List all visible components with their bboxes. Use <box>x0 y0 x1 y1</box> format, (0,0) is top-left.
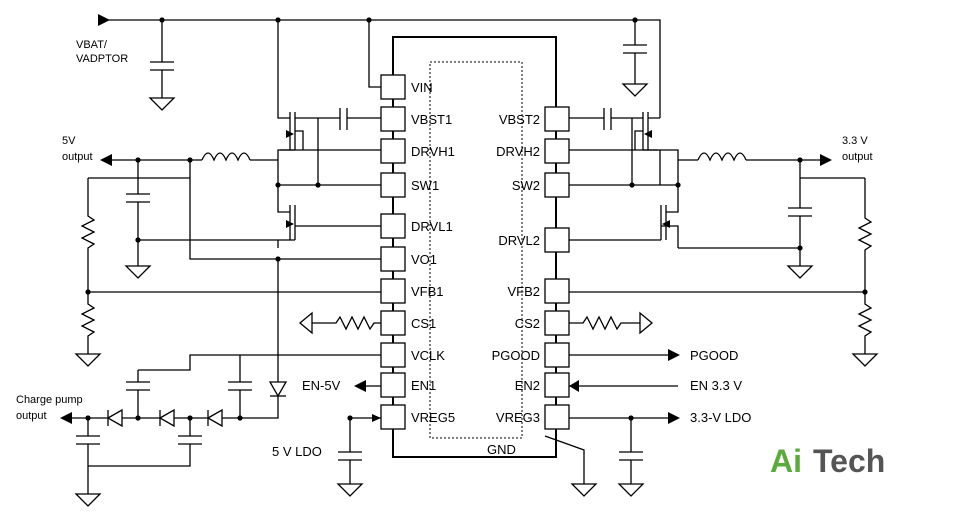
pin-label-cs1: CS1 <box>411 316 436 331</box>
left-pin-boxes <box>380 74 406 430</box>
pin-label-vreg3: VREG3 <box>496 410 540 425</box>
pin-label-drvl1: DRVL1 <box>411 219 453 234</box>
pin-label-sw2: SW2 <box>512 178 540 193</box>
pin-label-drvl2: DRVL2 <box>498 233 540 248</box>
out33-label-line1: 3.3 V <box>842 135 868 147</box>
vbat-label-line1: VBAT/ <box>76 39 108 51</box>
left-buck-stage <box>80 20 381 354</box>
vbat-label-line2: VADPTOR <box>76 53 128 65</box>
pin-label-vclk: VCLK <box>411 348 445 363</box>
right-buck-stage <box>569 108 873 354</box>
out5v-label-line1: 5V <box>62 135 76 147</box>
en33-label: EN 3.3 V <box>690 378 742 393</box>
brand-ai: Ai <box>770 443 802 479</box>
pin-label-vfb1: VFB1 <box>411 284 444 299</box>
chargepump-label-line1: Charge pump <box>16 394 83 406</box>
chargepump-label-line2: output <box>16 410 47 422</box>
pin-label-pgood: PGOOD <box>492 348 540 363</box>
pgood-signal-label: PGOOD <box>690 348 738 363</box>
pin-label-en2: EN2 <box>515 378 540 393</box>
right-signals <box>544 349 680 484</box>
pin-label-drvh1: DRVH1 <box>411 144 455 159</box>
pin-label-sw1: SW1 <box>411 178 439 193</box>
charge-pump <box>60 259 381 494</box>
pin-label-vreg5: VREG5 <box>411 410 455 425</box>
pin-label-en1: EN1 <box>411 378 436 393</box>
en1-vreg5 <box>338 380 381 484</box>
aitech-logo: Ai Tech <box>770 443 885 479</box>
supply-rail <box>98 14 661 118</box>
ground-symbols <box>74 83 879 507</box>
pin-label-drvh2: DRVH2 <box>496 144 540 159</box>
out33-label-line2: output <box>842 151 873 163</box>
pin-label-vfb2: VFB2 <box>507 284 540 299</box>
pin-label-vin: VIN <box>411 80 433 95</box>
ldo33-label: 3.3-V LDO <box>690 410 751 425</box>
en5v-label: EN-5V <box>302 378 341 393</box>
pin-label-vo1: VO1 <box>411 252 437 267</box>
right-pin-boxes <box>544 106 570 430</box>
pin-label-cs2: CS2 <box>515 316 540 331</box>
pin-label-gnd: GND <box>487 442 516 457</box>
ldo5-label: 5 V LDO <box>272 444 322 459</box>
pin-label-vbst2: VBST2 <box>499 112 540 127</box>
pin-label-vbst1: VBST1 <box>411 112 452 127</box>
out5v-label-line2: output <box>62 151 93 163</box>
brand-tech: Tech <box>813 443 885 479</box>
